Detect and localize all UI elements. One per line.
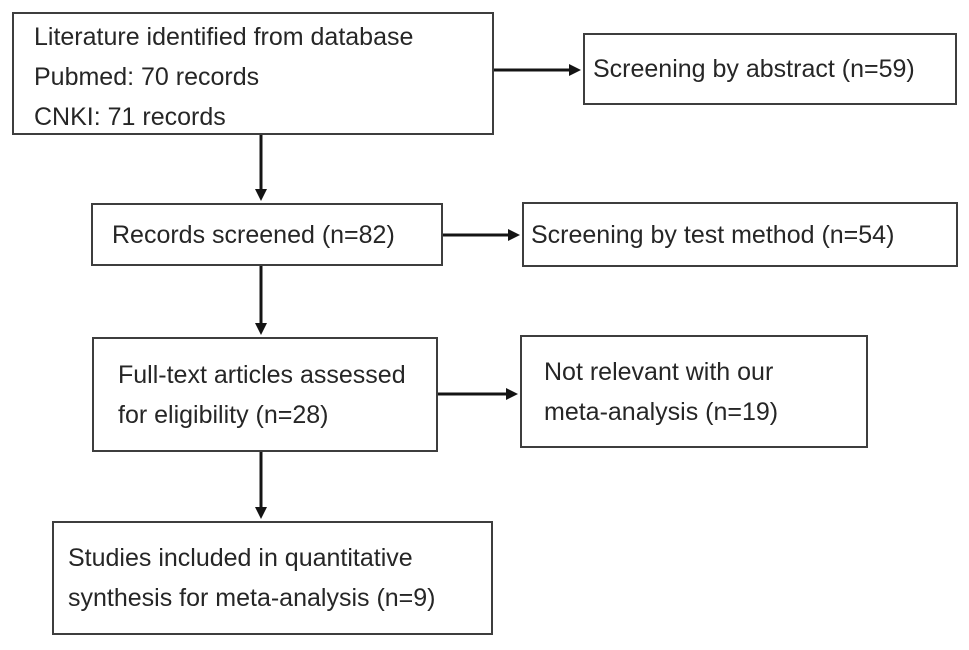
- box-studies-included: Studies included in quantitative synthes…: [52, 521, 493, 635]
- screening-by-abstract-label: Screening by abstract (n=59): [593, 55, 915, 83]
- literature-identified-title: Literature identified from database: [34, 22, 414, 51]
- records-screened-label: Records screened (n=82): [112, 220, 395, 249]
- screening-by-test-method-label: Screening by test method (n=54): [531, 220, 895, 249]
- not-relevant-line-1: Not relevant with our: [544, 357, 774, 386]
- box-records-screened: Records screened (n=82): [91, 203, 443, 266]
- studies-included-line-2: synthesis for meta-analysis (n=9): [68, 584, 436, 612]
- studies-included-line-1: Studies included in quantitative: [68, 544, 413, 572]
- fulltext-assessed-line-2: for eligibility (n=28): [118, 400, 329, 429]
- not-relevant-line-2: meta-analysis (n=19): [544, 397, 779, 426]
- box-not-relevant: Not relevant with our meta-analysis (n=1…: [520, 335, 868, 448]
- box-screening-by-abstract: Screening by abstract (n=59): [583, 33, 957, 105]
- fulltext-assessed-line-1: Full-text articles assessed: [118, 360, 406, 389]
- pubmed-records-count: Pubmed: 70 records: [34, 62, 260, 91]
- box-fulltext-assessed: Full-text articles assessed for eligibil…: [92, 337, 438, 452]
- box-screening-by-test-method: Screening by test method (n=54): [522, 202, 958, 267]
- cnki-records-count: CNKI: 71 records: [34, 102, 226, 131]
- box-literature-identified: Literature identified from database Pubm…: [12, 12, 494, 135]
